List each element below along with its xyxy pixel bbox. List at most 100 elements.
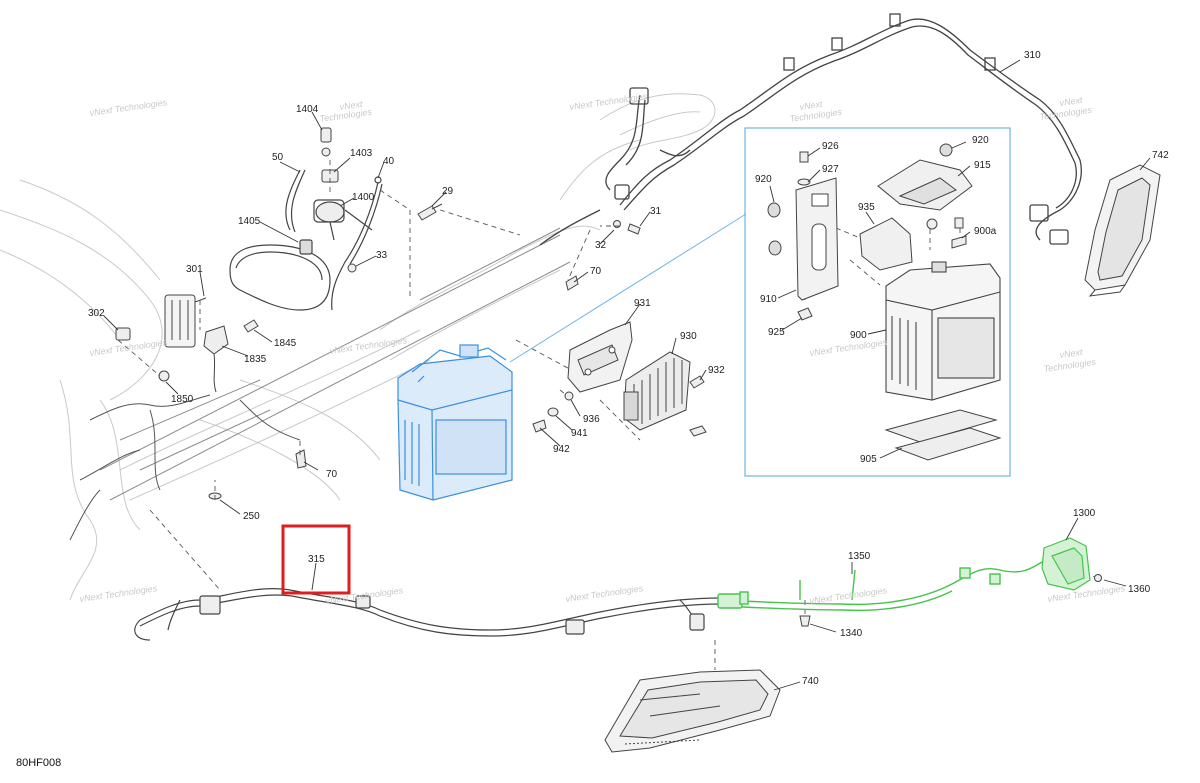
- svg-text:vNext: vNext: [339, 99, 364, 112]
- callout-920-left[interactable]: 920: [755, 174, 772, 185]
- callout-1360[interactable]: 1360: [1128, 584, 1151, 595]
- bolt-70-upper[interactable]: [565, 275, 579, 291]
- callout-1400[interactable]: 1400: [352, 192, 375, 203]
- clip-1340[interactable]: [799, 615, 811, 627]
- bolt-932[interactable]: [689, 375, 707, 437]
- frame-rail: [99, 227, 571, 501]
- svg-text:vNext Technologies: vNext Technologies: [329, 335, 408, 356]
- battery-installed-highlight[interactable]: [397, 344, 513, 501]
- callout-33[interactable]: 33: [376, 250, 388, 261]
- relay-bracket-1400[interactable]: [229, 169, 373, 311]
- callout-932[interactable]: 932: [708, 365, 725, 376]
- callout-920-right[interactable]: 920: [972, 135, 989, 146]
- washer-941[interactable]: [547, 407, 559, 417]
- callout-70-lower[interactable]: 70: [326, 469, 338, 480]
- callout-930[interactable]: 930: [680, 331, 697, 342]
- battery-cover-915[interactable]: [877, 159, 973, 211]
- fuse-1404[interactable]: [320, 127, 332, 157]
- callout-900[interactable]: 900: [850, 330, 867, 341]
- callout-910[interactable]: 910: [760, 294, 777, 305]
- callout-250[interactable]: 250: [243, 511, 260, 522]
- callout-936[interactable]: 936: [583, 414, 600, 425]
- bolt-942[interactable]: [532, 419, 547, 433]
- sensor-1835[interactable]: [203, 325, 229, 393]
- screw-1360[interactable]: [1094, 574, 1102, 582]
- svg-text:vNext: vNext: [1059, 95, 1084, 108]
- callout-926[interactable]: 926: [822, 141, 839, 152]
- callout-301[interactable]: 301: [186, 264, 203, 275]
- callout-941[interactable]: 941: [571, 428, 588, 439]
- callout-leaders: [103, 59, 1151, 691]
- bracket-910[interactable]: [795, 177, 839, 301]
- svg-text:vNext Technologies: vNext Technologies: [569, 91, 648, 112]
- callout-1835[interactable]: 1835: [244, 354, 267, 365]
- callout-1405[interactable]: 1405: [238, 216, 261, 227]
- nut-936[interactable]: [564, 391, 574, 401]
- callout-905[interactable]: 905: [860, 454, 877, 465]
- insulator-935[interactable]: [859, 217, 913, 271]
- battery-bracket-clip: [926, 218, 938, 230]
- callout-942[interactable]: 942: [553, 444, 570, 455]
- callout-31[interactable]: 31: [650, 206, 662, 217]
- bolt-29[interactable]: [417, 203, 443, 221]
- callout-70-upper[interactable]: 70: [590, 266, 602, 277]
- battery-900[interactable]: [885, 261, 1001, 401]
- callout-1340[interactable]: 1340: [840, 628, 863, 639]
- clip-33[interactable]: [347, 263, 357, 273]
- svg-text:vNext Technologies: vNext Technologies: [809, 337, 888, 358]
- terminal-900a[interactable]: [951, 217, 967, 249]
- callout-915[interactable]: 915: [974, 160, 991, 171]
- nut-925[interactable]: [797, 307, 813, 321]
- callout-302[interactable]: 302: [88, 308, 105, 319]
- taillight-1300[interactable]: [1041, 537, 1091, 591]
- voltage-regulator-930[interactable]: [623, 351, 691, 431]
- svg-text:vNext Technologies: vNext Technologies: [79, 583, 158, 604]
- callout-1403[interactable]: 1403: [350, 148, 373, 159]
- callout-29[interactable]: 29: [442, 186, 454, 197]
- svg-text:vNext Technologies: vNext Technologies: [565, 583, 644, 604]
- regulator-bracket-931[interactable]: [567, 321, 633, 393]
- svg-text:Technologies: Technologies: [1043, 357, 1097, 374]
- callout-1850[interactable]: 1850: [171, 394, 194, 405]
- rear-harness-315[interactable]: [134, 588, 721, 641]
- bolt-70-lower[interactable]: [295, 449, 307, 469]
- callout-935[interactable]: 935: [858, 202, 875, 213]
- callout-742[interactable]: 742: [1152, 150, 1169, 161]
- callout-50[interactable]: 50: [272, 152, 284, 163]
- callout-925[interactable]: 925: [768, 327, 785, 338]
- callout-labels: 1404 1403 50 40 1400 29 1405 33 31 32 70…: [88, 50, 1169, 687]
- callout-1300[interactable]: 1300: [1073, 508, 1096, 519]
- light-bar-740[interactable]: [604, 669, 781, 753]
- callout-1350[interactable]: 1350: [848, 551, 871, 562]
- selection-highlight-box[interactable]: [281, 524, 351, 595]
- battery-pads-905[interactable]: [884, 409, 1002, 461]
- nut-1850[interactable]: [158, 370, 170, 382]
- bolt-926[interactable]: [797, 151, 811, 186]
- battery-detail-box: [744, 127, 1011, 477]
- svg-text:vNext: vNext: [799, 99, 824, 112]
- callout-40[interactable]: 40: [383, 156, 395, 167]
- svg-text:vNext: vNext: [1059, 347, 1084, 360]
- svg-text:Technologies: Technologies: [1039, 105, 1093, 122]
- callout-1845[interactable]: 1845: [274, 338, 297, 349]
- svg-text:vNext Technologies: vNext Technologies: [89, 97, 168, 118]
- main-wiring-harness-310[interactable]: [539, 13, 1082, 246]
- callout-740[interactable]: 740: [802, 676, 819, 687]
- rubber-grommets-920[interactable]: [767, 143, 953, 256]
- callout-310[interactable]: 310: [1024, 50, 1041, 61]
- connector-302[interactable]: [115, 327, 131, 341]
- callout-315[interactable]: 315: [308, 554, 325, 565]
- harness-connector-301[interactable]: [164, 294, 207, 348]
- taillight-harness-1350[interactable]: [717, 559, 1046, 612]
- callout-900a[interactable]: 900a: [974, 226, 997, 237]
- callout-927[interactable]: 927: [822, 164, 839, 175]
- callout-32[interactable]: 32: [595, 240, 607, 251]
- headlamp-742[interactable]: [1084, 164, 1161, 297]
- bolt-1845[interactable]: [243, 319, 259, 333]
- figure-code: 80HF008: [16, 757, 61, 769]
- callout-931[interactable]: 931: [634, 298, 651, 309]
- fastener-31-32[interactable]: [613, 220, 641, 235]
- callout-1404[interactable]: 1404: [296, 104, 319, 115]
